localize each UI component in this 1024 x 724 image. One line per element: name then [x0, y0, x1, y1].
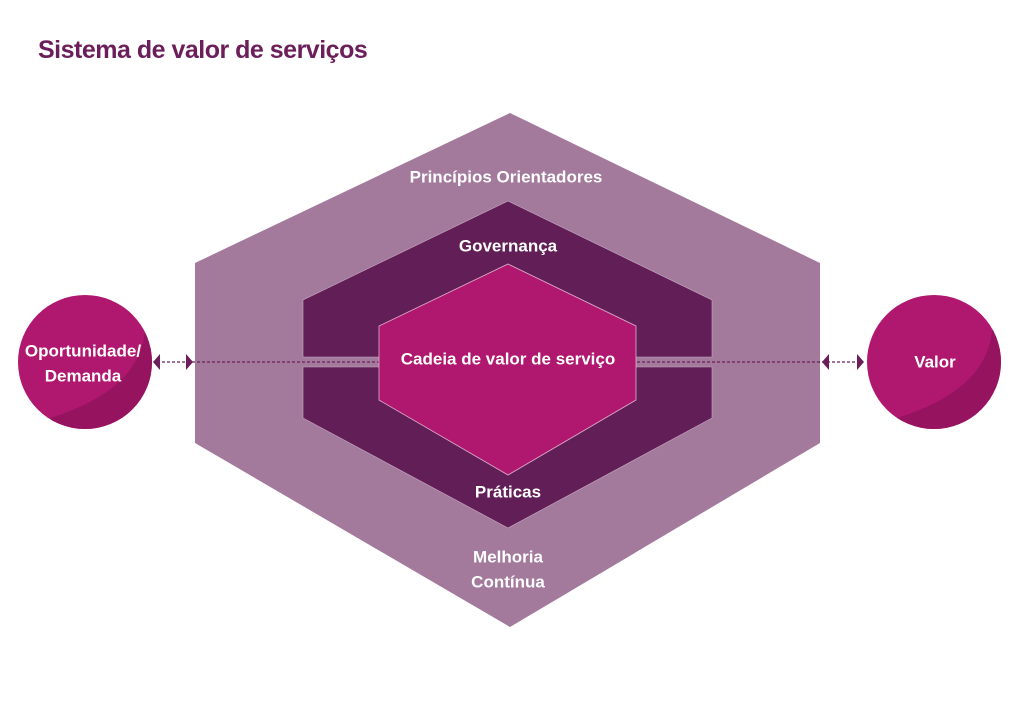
continual-improvement-line1: Melhoria [473, 547, 543, 567]
arrow-left [153, 354, 193, 370]
page-title: Sistema de valor de serviços [38, 36, 368, 64]
inner-hexagon [378, 263, 637, 476]
arrow-right [822, 354, 864, 370]
continual-improvement-label: Melhoria Contínua [471, 545, 545, 594]
service-value-chain-label: Cadeia de valor de serviço [400, 349, 616, 369]
practices-label: Práticas [474, 482, 542, 502]
input-circle [18, 295, 152, 429]
opportunity-demand-line1: Oportunidade/ [24, 341, 142, 361]
guiding-principles-label: Princípios Orientadores [409, 167, 603, 187]
governance-label: Governança [458, 236, 558, 256]
continual-improvement-line2: Contínua [471, 572, 545, 591]
opportunity-demand-label: Oportunidade/ Demanda [25, 339, 141, 388]
value-label: Valor [914, 352, 956, 372]
opportunity-demand-line2: Demanda [44, 366, 122, 385]
